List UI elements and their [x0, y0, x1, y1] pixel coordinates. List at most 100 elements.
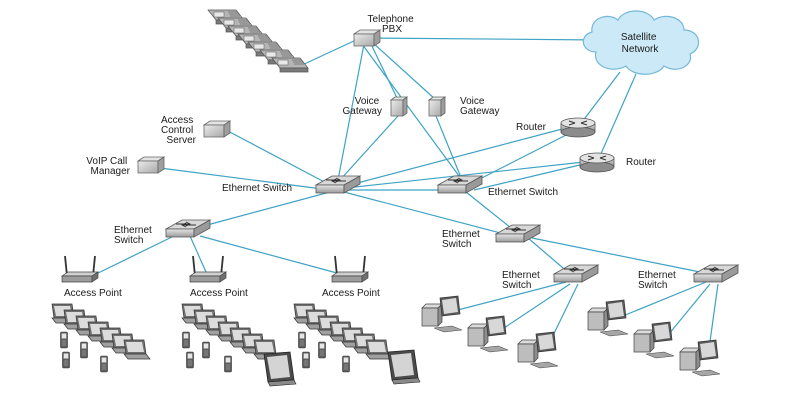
network-nodes: Satellite Network Telephone PBX Voice Ga… [51, 9, 739, 387]
mobile-phone-icon [202, 341, 210, 359]
network-link [581, 71, 621, 123]
label-access-point-3: Access Point [322, 288, 380, 299]
network-link [599, 73, 637, 157]
label-dswb-line2: Switch [638, 280, 667, 291]
access-control-server-icon [203, 120, 231, 138]
network-link [339, 115, 399, 181]
label-router-1: Router [516, 122, 547, 133]
network-link [531, 237, 711, 275]
label-acs-line1: Access [161, 115, 193, 126]
mobile-phone-icon [80, 341, 88, 359]
network-link [369, 37, 601, 41]
network-link [435, 115, 463, 181]
desktop-computer-icon [517, 331, 559, 369]
tablet-icon [387, 349, 421, 385]
label-desktop-switch-b: Ethernet Switch [638, 270, 679, 291]
router-2-icon [579, 152, 615, 173]
label-voip-line2: Manager [91, 166, 131, 177]
network-link [345, 127, 567, 187]
label-vg1-line1: Voice [355, 96, 380, 107]
desktop-computer-icon [587, 299, 629, 337]
mobile-phone-icon [224, 355, 232, 373]
network-link [189, 235, 207, 273]
network-link [361, 43, 463, 181]
label-satellite-line2: Network [622, 44, 660, 55]
ip-phone-group [207, 9, 309, 73]
access-point-2-icon [189, 255, 227, 283]
label-voice-gateway-1: Voice Gateway [343, 96, 382, 117]
network-link [299, 39, 357, 67]
network-link [343, 191, 513, 237]
network-link [371, 41, 437, 101]
label-wsw-line1: Ethernet [114, 225, 152, 236]
desktop-computer-icon [679, 339, 721, 377]
network-link [663, 283, 711, 341]
network-link [225, 129, 333, 187]
label-access-point-2: Access Point [190, 288, 248, 299]
network-link [199, 235, 349, 277]
desktop-computer-icon [421, 295, 463, 333]
label-dswb-line1: Ethernet [638, 270, 676, 281]
mobile-phone-icon [100, 355, 108, 373]
router-1-icon [560, 117, 596, 138]
desktop-switch-icon [495, 224, 541, 243]
access-point-1-icon [61, 255, 99, 283]
label-core-switch-1: Ethernet Switch [222, 183, 292, 194]
network-link [465, 191, 517, 233]
tablet-icon [263, 351, 297, 387]
label-desktop-switch-a: Ethernet Switch [502, 270, 543, 291]
network-links [91, 37, 719, 357]
network-link [159, 167, 331, 191]
network-link [369, 41, 399, 101]
network-link [469, 131, 573, 185]
label-acs-line2: Control [161, 125, 193, 136]
label-dswa-line2: Switch [502, 280, 531, 291]
mobile-phone-icon [62, 351, 70, 369]
mobile-phone-icon [182, 331, 190, 349]
telephone-pbx-icon [353, 29, 381, 47]
network-link [195, 191, 331, 229]
mobile-phone-icon [318, 341, 326, 359]
wireless-clients [51, 303, 421, 387]
label-vg2-line2: Gateway [460, 106, 499, 117]
network-link [473, 163, 585, 191]
label-satellite-line1: Satellite [621, 32, 657, 43]
label-dsw-line2: Switch [442, 239, 471, 250]
label-core-switch-2: Ethernet Switch [488, 187, 558, 198]
voice-gateway-1-icon [390, 96, 408, 117]
label-pbx-line1: Telephone [368, 14, 415, 25]
label-router-2: Router [626, 157, 657, 168]
label-dswa-line1: Ethernet [502, 270, 540, 281]
network-link [337, 43, 365, 181]
mobile-phone-icon [342, 355, 350, 373]
desktop-computer-icon [467, 315, 509, 353]
label-telephone-pbx: Telephone PBX [368, 14, 417, 35]
mobile-phone-icon [302, 351, 310, 369]
label-vg2-line1: Voice [460, 96, 485, 107]
ip-phone-icon [271, 57, 309, 73]
core-switch-2-icon [437, 175, 483, 194]
label-desktop-switch: Ethernet Switch [442, 229, 483, 250]
network-link [449, 281, 567, 313]
cloud-icon [582, 10, 700, 75]
label-voice-gateway-2: Voice Gateway [460, 96, 499, 117]
desktop-switch-b-icon [693, 264, 739, 283]
network-link [617, 281, 707, 319]
mobile-phone-icon [60, 331, 68, 349]
label-dsw-line1: Ethernet [442, 229, 480, 240]
mobile-phone-icon [298, 331, 306, 349]
access-point-3-icon [331, 255, 369, 283]
desktop-switch-a-icon [553, 264, 599, 283]
network-link [345, 161, 585, 189]
wireless-switch-icon [165, 219, 211, 238]
network-link [91, 233, 179, 277]
mobile-phone-icon [186, 351, 194, 369]
satellite-network-cloud: Satellite Network [582, 10, 700, 75]
network-link [527, 237, 571, 275]
label-voip-call-manager: VoIP Call Manager [86, 156, 130, 177]
voice-gateway-2-icon [428, 96, 446, 117]
desktop-computer-icon [633, 321, 675, 359]
network-link [497, 283, 571, 333]
